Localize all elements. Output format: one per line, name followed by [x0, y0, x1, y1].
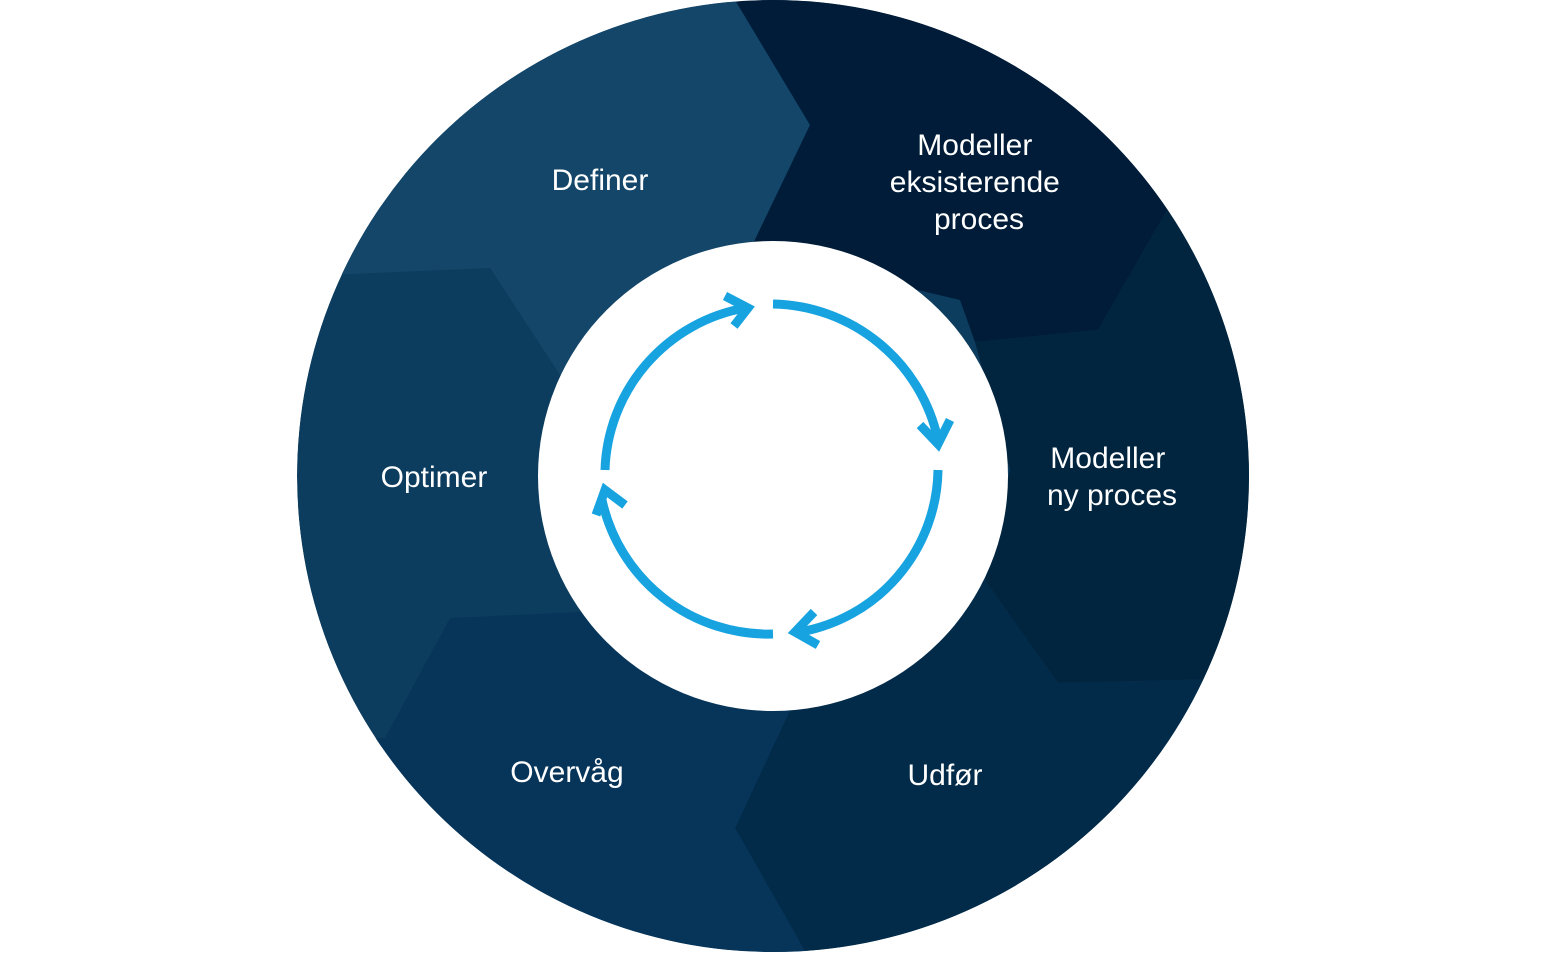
stage-label-modeller-eksisterende: Modeller eksisterende proces — [890, 129, 1068, 236]
cycle-arrow-top-right — [772, 299, 943, 441]
stage-label-optimer: Optimer — [381, 461, 488, 494]
cycle-arrowhead-right — [916, 417, 955, 452]
cycle-arrowhead-top — [722, 292, 755, 329]
cycle-arrows-icon — [591, 292, 955, 649]
cycle-arrow-bottom-left — [597, 499, 774, 639]
stage-label-overvaag: Overvåg — [510, 756, 623, 789]
stage-labels: Definer Modeller eksisterende proces Mod… — [381, 129, 1177, 792]
cycle-arrow-bottom-right — [799, 469, 943, 637]
cycle-arrow-top-left — [600, 303, 746, 471]
ring-segment-modeller-ny — [975, 205, 1249, 683]
stage-label-definer: Definer — [552, 164, 649, 197]
stage-label-modeller-ny: Modeller ny proces — [1047, 442, 1177, 512]
cycle-arrowhead-left — [591, 482, 628, 517]
stage-label-udfoer: Udfør — [908, 759, 983, 792]
cycle-arrowhead-bottom — [787, 608, 821, 649]
